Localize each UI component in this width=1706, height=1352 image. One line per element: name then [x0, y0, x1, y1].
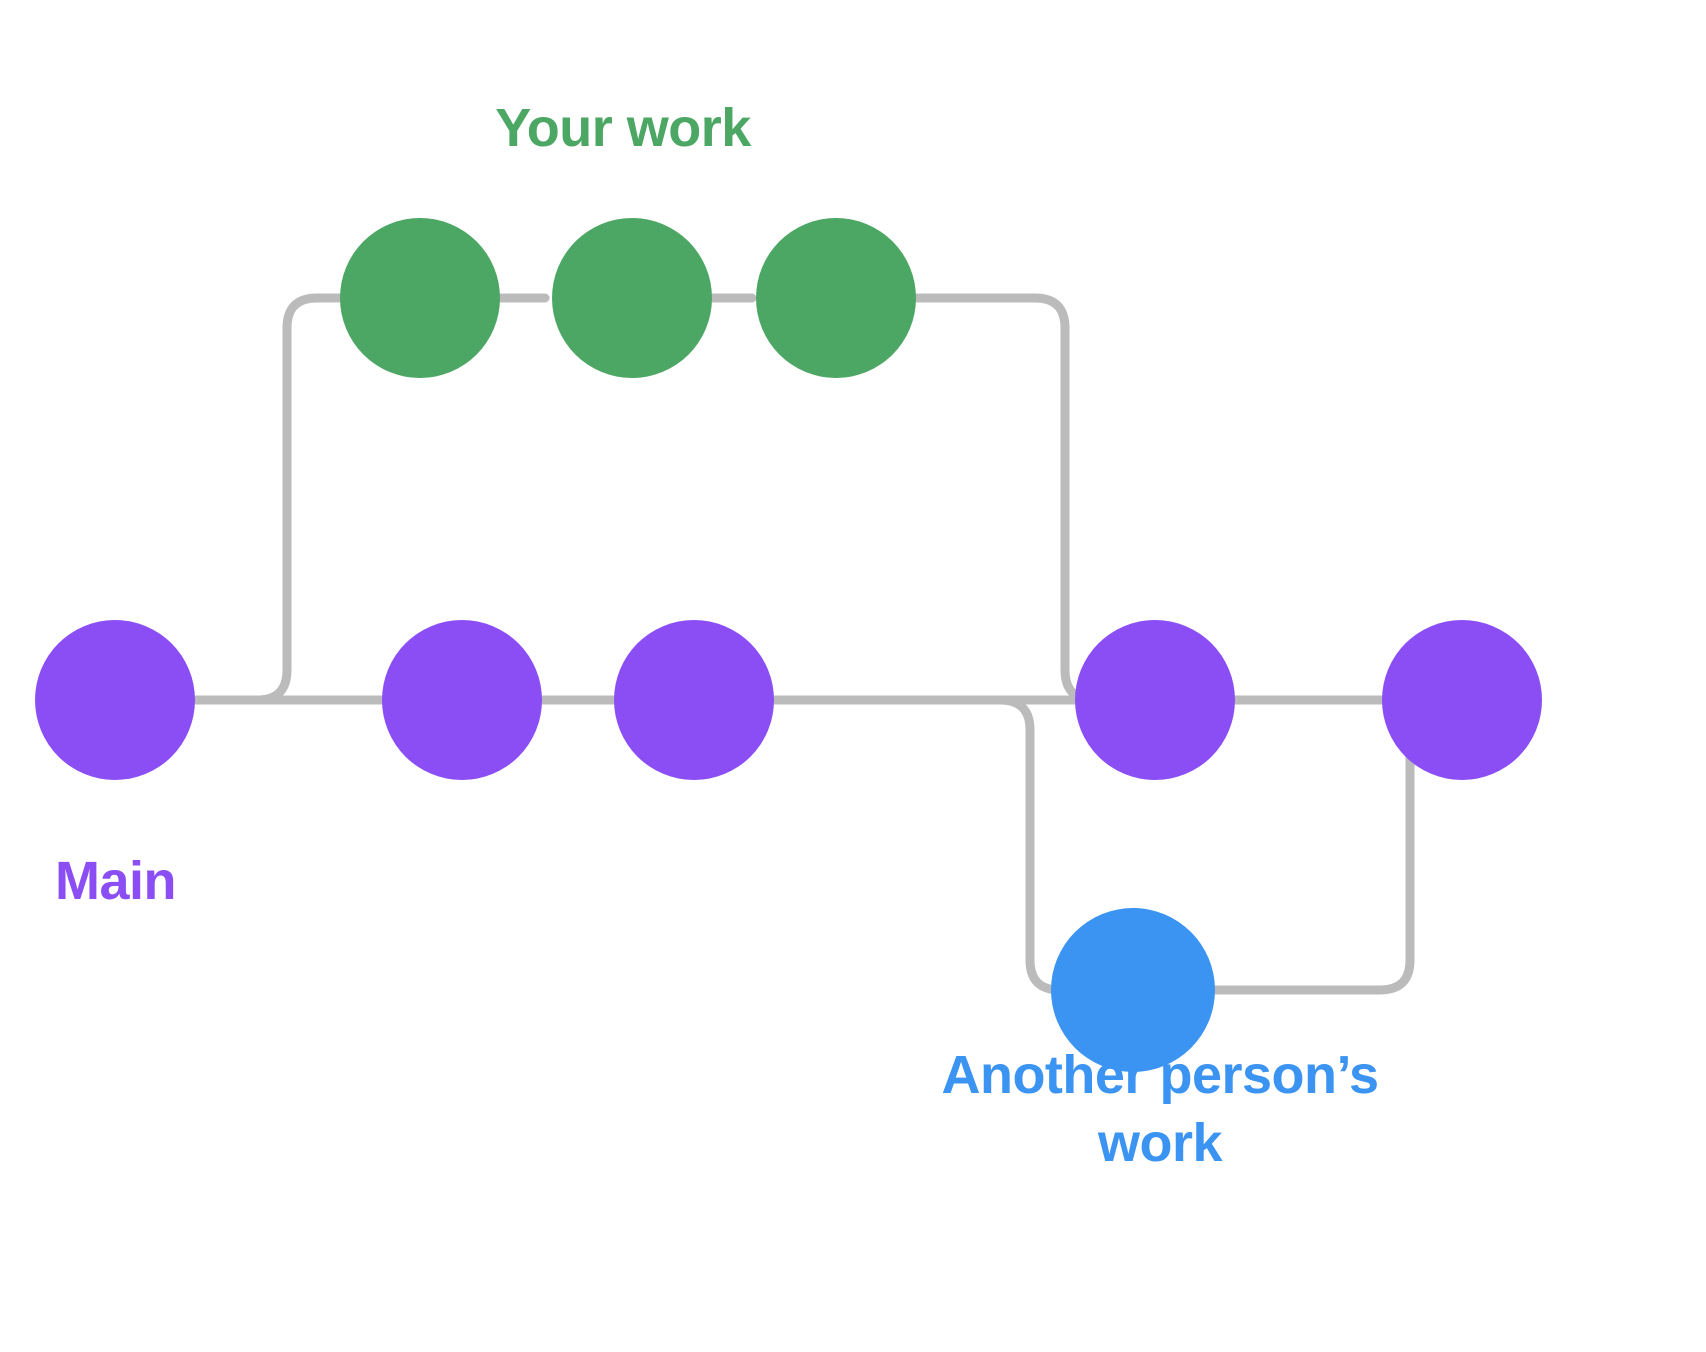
branch-label-main: Main [55, 851, 177, 911]
commit-node-your-work-3[interactable] [756, 218, 916, 378]
connector-your-work-merge-in [911, 293, 1125, 705]
branch-label-your-work: Your work [495, 98, 751, 158]
main-branch-nodes [35, 620, 1542, 780]
commit-node-another-person-1[interactable] [1051, 908, 1215, 1072]
commit-node-your-work-2[interactable] [552, 218, 712, 378]
commit-node-main-4[interactable] [1075, 620, 1235, 780]
another-person-branch-nodes [1051, 908, 1215, 1072]
connector-another-branch-out [925, 695, 1110, 995]
branch-label-another-person-work: Another person’s work [941, 1045, 1379, 1173]
commit-node-main-3[interactable] [614, 620, 774, 780]
connector-your-work-branch-out [211, 293, 365, 705]
commit-node-main-2[interactable] [382, 620, 542, 780]
commit-node-your-work-1[interactable] [340, 218, 500, 378]
commit-node-main-1[interactable] [35, 620, 195, 780]
your-work-branch-nodes [340, 218, 916, 378]
commit-node-main-5[interactable] [1382, 620, 1542, 780]
